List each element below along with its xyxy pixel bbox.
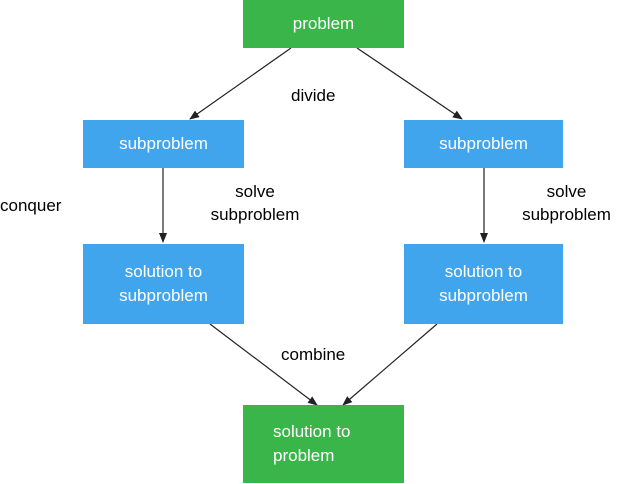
- combine-arrow-left: [209, 323, 318, 406]
- solve-subproblem-label-right: solve subproblem: [509, 180, 624, 226]
- subproblem-node-left-label: subproblem: [119, 134, 208, 153]
- problem-node-label: problem: [292, 14, 355, 33]
- subproblem-node-left: subproblem: [83, 120, 244, 168]
- problem-node: problem: [243, 0, 404, 48]
- combine-arrow-right: [342, 323, 438, 406]
- solution-to-subproblem-node-right: solution to subproblem: [404, 244, 563, 324]
- solve-left-line-2: subproblem: [210, 205, 300, 224]
- conquer-label: conquer: [0, 196, 62, 215]
- solve-left-line-1: solve: [235, 182, 275, 201]
- solution-to-subproblem-node-left: solution to subproblem: [83, 244, 244, 324]
- solution-right-line-2: subproblem: [439, 286, 528, 305]
- solve-right-line-1: solve: [546, 182, 587, 201]
- solution-left-line-2: subproblem: [119, 286, 208, 305]
- divide-label: divide: [291, 86, 336, 105]
- subproblem-node-right: subproblem: [404, 120, 563, 168]
- divide-arrow-left: [189, 47, 292, 120]
- combine-label: combine: [281, 345, 346, 364]
- divide-arrow-right: [356, 47, 463, 120]
- final-solution-line-2: problem: [273, 446, 335, 465]
- subproblem-node-right-label: subproblem: [439, 134, 528, 153]
- solve-right-line-2: subproblem: [522, 205, 611, 224]
- solution-left-line-1: solution to: [124, 262, 203, 281]
- solution-right-line-1: solution to: [444, 262, 523, 281]
- final-solution-line-1: solution to: [273, 422, 351, 441]
- solve-subproblem-label-left: solve subproblem: [192, 180, 318, 226]
- solution-to-problem-node: solution to problem: [243, 405, 404, 483]
